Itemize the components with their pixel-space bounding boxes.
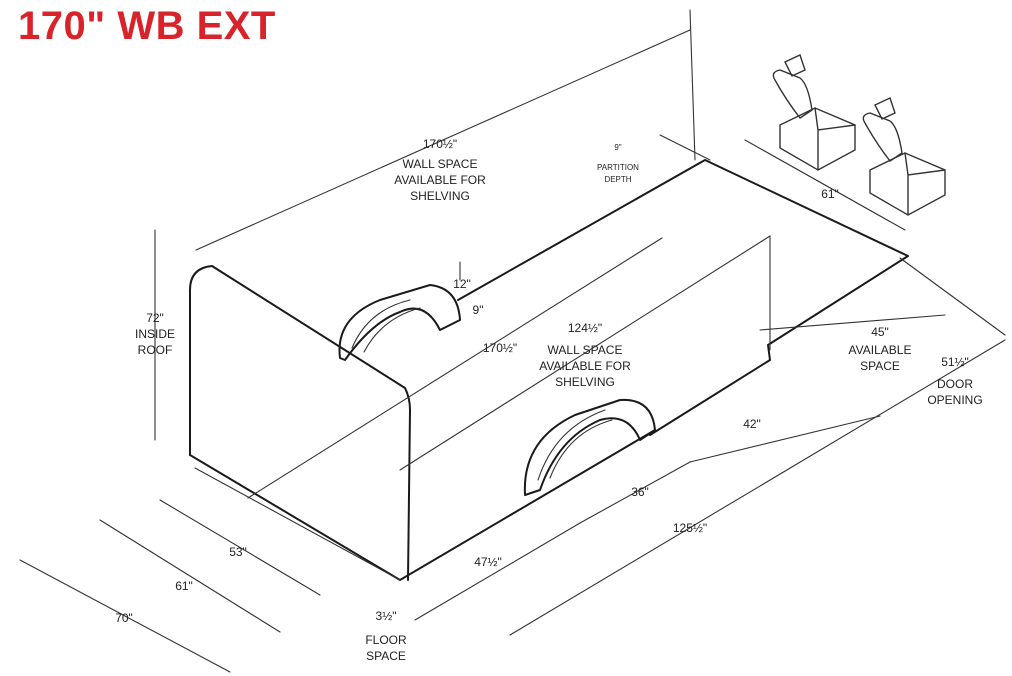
dimension-lines — [19, 9, 1006, 673]
partition-depth: 9" — [614, 143, 621, 152]
dim-42: 42" — [743, 417, 761, 431]
wheel-well-right — [523, 398, 656, 496]
cargo-floor-outline — [189, 159, 909, 581]
svg-text:OPENING: OPENING — [927, 393, 982, 407]
passenger-seat-icon — [862, 97, 946, 216]
svg-text:DEPTH: DEPTH — [604, 175, 631, 184]
diagram-title: 170" WB EXT — [18, 4, 276, 48]
dim-61: 61" — [175, 579, 193, 593]
svg-text:SPACE: SPACE — [860, 359, 900, 373]
wheel-well-left — [338, 284, 461, 361]
lower-wall-dim: 124½" — [568, 321, 602, 335]
door-opening: 51½" — [941, 355, 969, 369]
svg-text:ROOF: ROOF — [138, 343, 173, 357]
svg-text:AVAILABLE FOR: AVAILABLE FOR — [539, 359, 631, 373]
svg-text:AVAILABLE: AVAILABLE — [849, 343, 912, 357]
floor-space: 3½" — [376, 609, 397, 623]
svg-text:PARTITION: PARTITION — [597, 163, 639, 172]
driver-seat-icon — [772, 54, 856, 171]
wheel-well-depth: 9" — [473, 303, 484, 317]
upper-wall-dim: 170½" — [423, 137, 457, 151]
svg-text:SPACE: SPACE — [366, 649, 406, 663]
floor-length: 170½" — [483, 341, 517, 355]
svg-text:WALL SPACE: WALL SPACE — [403, 157, 478, 171]
svg-text:WALL SPACE: WALL SPACE — [548, 343, 623, 357]
svg-text:FLOOR: FLOOR — [365, 633, 407, 647]
dim-70: 70" — [115, 611, 133, 625]
inside-roof-dim: 72" — [146, 311, 164, 325]
rear-wall-outline — [189, 265, 411, 581]
available-space: 45" — [871, 325, 889, 339]
dim-47: 47½" — [474, 555, 502, 569]
svg-text:SHELVING: SHELVING — [555, 375, 615, 389]
cab-width: 61" — [821, 187, 839, 201]
wheel-well-height: 12" — [453, 277, 471, 291]
dim-36: 36" — [631, 485, 649, 499]
svg-text:DOOR: DOOR — [937, 377, 973, 391]
svg-text:AVAILABLE FOR: AVAILABLE FOR — [394, 173, 486, 187]
svg-text:INSIDE: INSIDE — [135, 327, 175, 341]
dim-53: 53" — [229, 545, 247, 559]
dim-125: 125½" — [673, 521, 707, 535]
svg-text:SHELVING: SHELVING — [410, 189, 470, 203]
